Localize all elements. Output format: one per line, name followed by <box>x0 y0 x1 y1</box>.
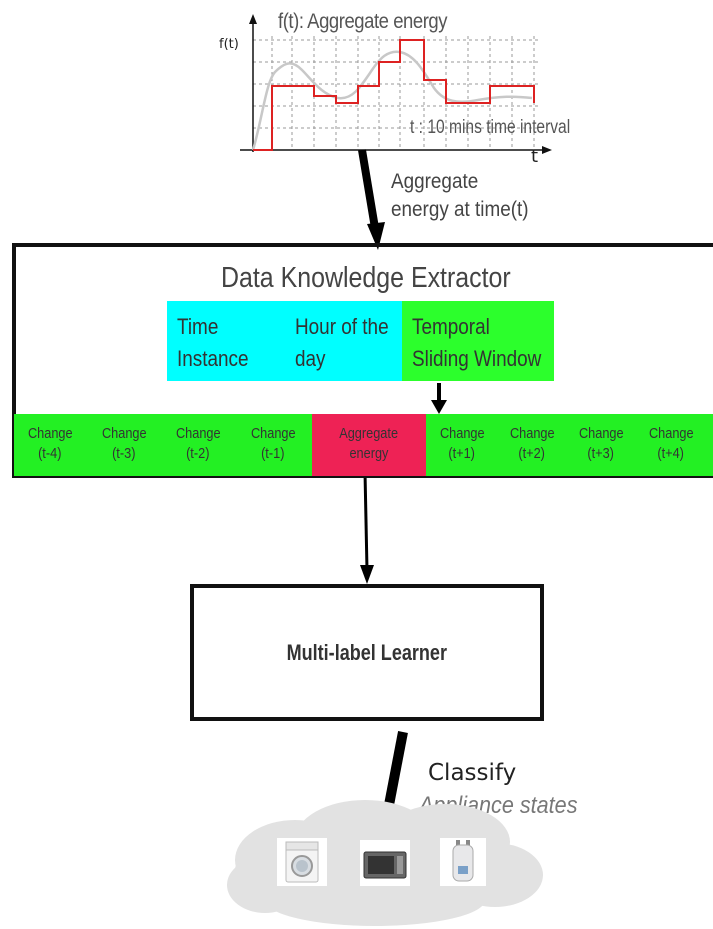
window-cell-t-3: Change (t-3) <box>86 414 162 476</box>
cell-line2: (t-3) <box>112 445 136 462</box>
cell-line1: Change <box>509 425 555 442</box>
data-knowledge-extractor-box <box>12 243 713 478</box>
classify-arrow <box>384 731 408 806</box>
cell-line2: (t+4) <box>657 445 685 462</box>
learner-arrow <box>363 471 369 571</box>
cell-line1: Change <box>439 425 485 442</box>
feature-hour-of-day: Hour of the day <box>285 301 402 381</box>
x-axis-arrow <box>542 146 552 154</box>
window-cell-t+3: Change (t+3) <box>566 414 636 476</box>
cell-line1: Change <box>578 425 624 442</box>
window-cell-t+1: Change (t+1) <box>426 414 498 476</box>
window-cell-t-4: Change (t-4) <box>14 414 86 476</box>
smooth-energy-curve <box>251 50 533 151</box>
washing-machine-icon <box>277 838 327 886</box>
window-cell-t+4: Change (t+4) <box>636 414 706 476</box>
feature-line1: Hour of the <box>295 314 389 339</box>
cell-line2: (t+1) <box>448 445 476 462</box>
cell-line1: Change <box>648 425 694 442</box>
feature-line2: day <box>295 346 326 371</box>
feature-line2: Instance <box>177 346 249 371</box>
water-heater-icon <box>440 838 486 886</box>
learner-label-wrap: Multi-label Learner <box>190 584 544 721</box>
y-axis-arrow <box>249 14 257 24</box>
cell-line1: Aggregate <box>339 425 399 442</box>
feature-time-instance: Time Instance <box>167 301 285 381</box>
cell-line1: Change <box>101 425 147 442</box>
agg-label-line1: Aggregate <box>391 170 479 193</box>
cell-line2: (t-4) <box>38 445 62 462</box>
step-energy-curve <box>253 39 535 151</box>
plot-y-label: f(t) <box>219 37 239 52</box>
window-cell-t-1: Change (t-1) <box>234 414 312 476</box>
cell-line2: (t+3) <box>587 445 615 462</box>
multi-label-learner-box <box>190 584 544 721</box>
window-arrowhead <box>431 400 447 414</box>
input-arrowhead <box>367 222 385 250</box>
feature-temporal-sliding-window: Temporal Sliding Window <box>402 301 554 381</box>
learner-label: Multi-label Learner <box>286 639 448 665</box>
window-cell-aggregate-energy: Aggregate energy <box>312 414 426 476</box>
feature-line1: Time <box>177 314 219 339</box>
feature-line2: Sliding Window <box>412 346 542 371</box>
agg-label-line2: energy at time(t) <box>391 198 529 221</box>
window-cell-t+2: Change (t+2) <box>498 414 566 476</box>
extractor-title: Data Knowledge Extractor <box>221 262 511 294</box>
plot-title: f(t): Aggregate energy <box>278 10 448 33</box>
aggregate-energy-plot <box>240 14 552 154</box>
microwave-icon <box>360 840 410 886</box>
feature-line1: Temporal <box>412 314 490 339</box>
plot-time-note: t : 10 mins time interval <box>410 117 571 138</box>
cell-line1: Change <box>27 425 73 442</box>
cell-line2: energy <box>349 445 389 462</box>
cell-line2: (t-1) <box>261 445 285 462</box>
plot-x-label: t <box>531 146 539 167</box>
cell-line2: (t-2) <box>186 445 210 462</box>
classify-label: Classify <box>428 760 517 786</box>
cell-line1: Change <box>175 425 221 442</box>
aggregate-energy-input-label: Aggregate energy at time(t) <box>391 168 529 224</box>
window-cell-t-2: Change (t-2) <box>162 414 234 476</box>
cell-line2: (t+2) <box>518 445 546 462</box>
cell-line1: Change <box>250 425 296 442</box>
input-arrow <box>358 149 379 229</box>
learner-arrowhead <box>360 565 374 584</box>
